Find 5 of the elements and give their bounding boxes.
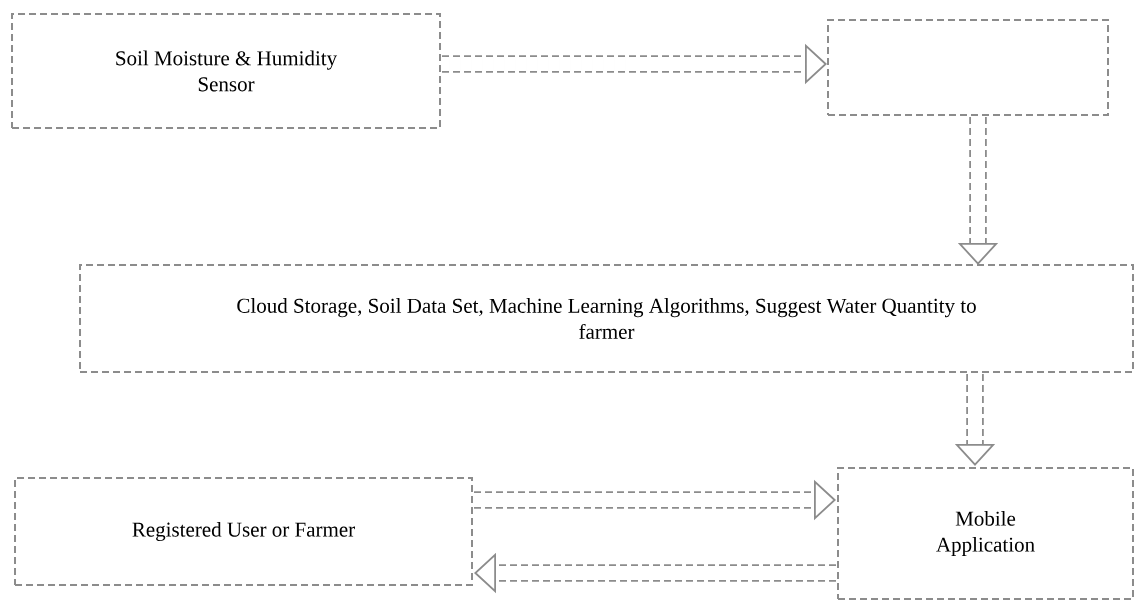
process-box: Soil Moisture & Humidity Sensor (11, 13, 441, 129)
process-box: Cloud Storage, Soil Data Set, Machine Learning Algorithms, Suggest Water Quantity to farmer (79, 264, 1134, 373)
empty-box (827, 19, 1109, 116)
process-box: Registered User or Farmer (14, 477, 473, 586)
process-box: Mobile Application (837, 467, 1134, 600)
